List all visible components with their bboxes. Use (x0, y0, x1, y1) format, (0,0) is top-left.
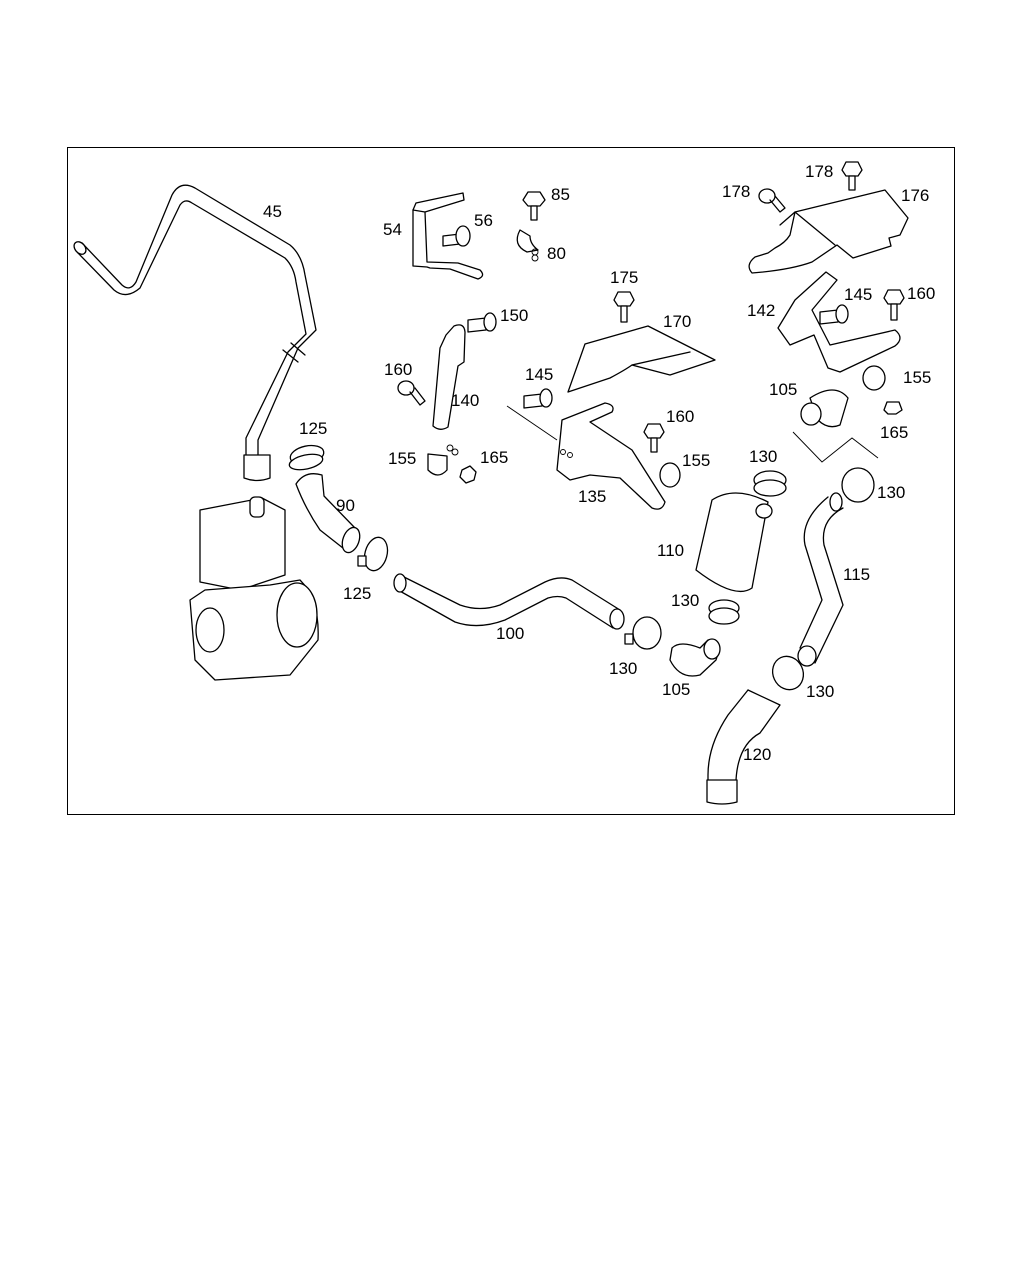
part-130-clamp-e (771, 655, 805, 691)
callout-178-a: 178 (722, 182, 751, 201)
callout-130-d: 130 (609, 659, 638, 678)
part-140-bracket-strap (432, 324, 466, 430)
callout-100: 100 (496, 624, 525, 643)
part-130-clamp-b (841, 467, 875, 503)
callout-160-b: 160 (384, 360, 413, 379)
part-56-bolt (442, 225, 471, 247)
part-178-bolt-b (841, 161, 863, 191)
part-160-bolt-right (883, 289, 905, 321)
part-150-bolt (467, 312, 497, 333)
part-142-bracket (777, 271, 901, 373)
part-110-tank (695, 492, 773, 592)
part-145-bolt-mid (506, 388, 558, 441)
part-135-bracket (556, 402, 666, 510)
callout-80: 80 (547, 244, 566, 263)
callout-45: 45 (263, 202, 282, 221)
callout-170: 170 (663, 312, 692, 331)
callout-125-a: 125 (299, 419, 328, 438)
callout-120: 120 (743, 745, 772, 764)
callout-155-b: 155 (388, 449, 417, 468)
part-120-pipe (706, 689, 781, 805)
part-165-nut-right (883, 401, 903, 415)
callout-176: 176 (901, 186, 930, 205)
callout-165-b: 165 (480, 448, 509, 467)
part-176-heat-shield (748, 189, 909, 274)
part-175-bolt (613, 291, 635, 323)
callout-178-b: 178 (805, 162, 834, 181)
callout-140: 140 (451, 391, 480, 410)
callout-145-b: 145 (525, 365, 554, 384)
callout-175: 175 (610, 268, 639, 287)
callout-165-a: 165 (880, 423, 909, 442)
callout-125-b: 125 (343, 584, 372, 603)
callout-142: 142 (747, 301, 776, 320)
callout-155-a: 155 (903, 368, 932, 387)
part-54-bracket (412, 192, 484, 280)
part-178-bolt-a (758, 188, 786, 213)
part-90-hose (295, 473, 361, 554)
part-105-elbow-lower (669, 638, 721, 677)
part-130-clamp-c (708, 599, 740, 625)
part-155-clip-left (427, 444, 459, 476)
part-160-bolt-left (397, 380, 426, 406)
callout-105-b: 105 (662, 680, 691, 699)
callout-90: 90 (336, 496, 355, 515)
callout-145-a: 145 (844, 285, 873, 304)
part-155-clip-right (862, 365, 886, 391)
part-165-nut-left (459, 465, 477, 484)
part-115-hose (797, 492, 844, 667)
callout-85: 85 (551, 185, 570, 204)
callout-130-c: 130 (671, 591, 700, 610)
callout-150: 150 (500, 306, 529, 325)
part-125-clamp-lower (357, 536, 389, 572)
part-130-clamp-a (753, 470, 787, 497)
callout-160-c: 160 (666, 407, 695, 426)
callout-160-a: 160 (907, 284, 936, 303)
callout-54: 54 (383, 220, 402, 239)
part-105-elbow-upper (792, 389, 879, 463)
part-100-pipe (393, 573, 625, 630)
callout-130-e: 130 (806, 682, 835, 701)
callout-56: 56 (474, 211, 493, 230)
callout-110: 110 (657, 541, 685, 560)
part-170-heat-shield (567, 325, 716, 393)
part-air-compressor (189, 496, 319, 681)
diagram-frame (67, 147, 955, 815)
part-125-clamp-upper (288, 444, 325, 471)
part-145-bolt-right (819, 304, 849, 325)
part-85-bolt (522, 191, 546, 221)
callout-130-a: 130 (749, 447, 778, 466)
part-155-clip-mid (659, 462, 681, 488)
callout-135: 135 (578, 487, 607, 506)
part-130-clamp-d (624, 616, 662, 650)
part-80-clip (516, 229, 539, 262)
part-160-bolt-mid (643, 423, 665, 453)
callout-155-c: 155 (682, 451, 711, 470)
callout-130-b: 130 (877, 483, 906, 502)
part-45-hose-line (73, 184, 317, 482)
callout-105-a: 105 (769, 380, 798, 399)
callout-115: 115 (843, 565, 871, 584)
